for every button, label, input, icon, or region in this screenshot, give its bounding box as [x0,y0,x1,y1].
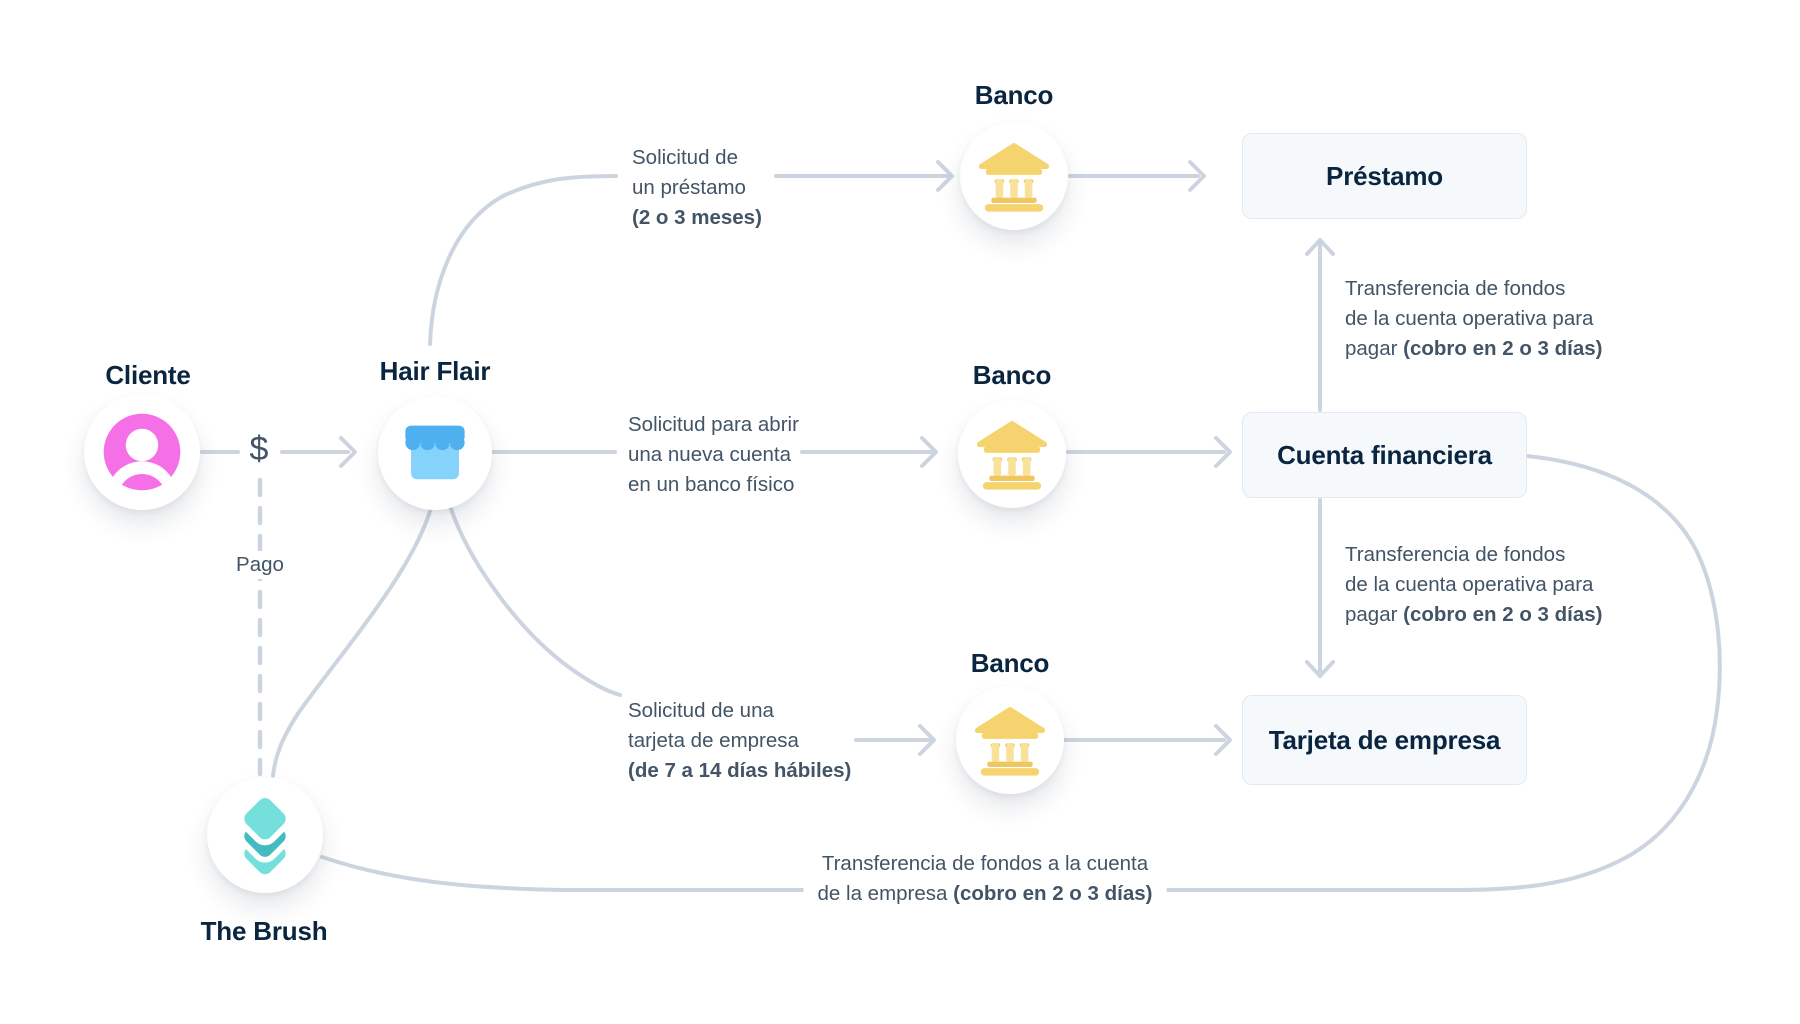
pago-label: Pago [228,551,292,579]
the-brush-node [207,777,323,893]
card-request-line1: Solicitud de una [628,699,774,722]
prestamo-box-label: Préstamo [1326,160,1443,191]
storefront-icon [405,425,465,480]
edge-hairflair-card-curve [448,504,622,697]
transfer-to-account-line2: de la empresa (cobro en 2 o 3 días) [817,882,1153,905]
arrowhead-banco-top [936,160,954,192]
transfer-to-loan-line1: Transferencia de fondos [1345,277,1566,300]
transfer-to-account-line1: Transferencia de fondos a la cuenta [821,852,1149,875]
arrowhead-cuenta [1214,436,1232,468]
layers-icon [238,792,292,881]
loan-request-line3: (2 o 3 meses) [632,206,762,229]
banco-top-label: Banco [974,80,1054,110]
hair-flair-label: Hair Flair [379,356,491,386]
transfer-to-account-note: Transferencia de fondos a la cuenta de l… [803,849,1167,909]
account-request-line3: en un banco físico [628,473,795,496]
banco-top-node [960,122,1068,230]
bank-icon [976,421,1048,490]
person-icon [103,413,181,491]
arrowhead-tarjeta [1214,724,1232,756]
edge-hairflair-loan-curve [428,174,618,346]
tarjeta-empresa-box-label: Tarjeta de empresa [1268,724,1501,755]
tarjeta-empresa-box: Tarjeta de empresa [1242,695,1527,785]
arrowhead-down-tarjeta [1305,660,1335,678]
prestamo-box: Préstamo [1242,133,1527,219]
loan-request-line2: un préstamo [632,176,746,199]
cuenta-financiera-box: Cuenta financiera [1242,412,1527,498]
transfer-to-loan-line3: pagar (cobro en 2 o 3 días) [1345,337,1603,360]
loan-request-line1: Solicitud de [632,146,738,169]
transfer-to-loan-line2: de la cuenta operativa para [1345,307,1594,330]
bank-icon [974,707,1046,776]
card-request-line3: (de 7 a 14 días hábiles) [628,759,852,782]
account-request-line2: una nueva cuenta [628,443,791,466]
edge-brush-cuenta-loop [320,454,1722,892]
transfer-to-card-line1: Transferencia de fondos [1345,543,1566,566]
arrowhead-up-prestamo [1305,238,1335,256]
banco-bottom-node [956,686,1064,794]
transfer-to-card-line3: pagar (cobro en 2 o 3 días) [1345,603,1603,626]
transfer-to-card-note: Transferencia de fondos de la cuenta ope… [1345,540,1603,630]
arrowhead-hairflair [339,436,357,468]
transfer-to-card-line2: de la cuenta operativa para [1345,573,1594,596]
card-request-line2: tarjeta de empresa [628,729,799,752]
banco-middle-node [958,400,1066,508]
account-request-note: Solicitud para abrir una nueva cuenta en… [628,410,799,500]
card-request-note: Solicitud de una tarjeta de empresa (de … [628,696,851,786]
banco-bottom-label: Banco [970,648,1050,678]
banco-middle-label: Banco [972,360,1052,390]
cuenta-financiera-box-label: Cuenta financiera [1277,439,1492,470]
transfer-to-loan-note: Transferencia de fondos de la cuenta ope… [1345,274,1603,364]
arrowhead-banco-bottom [918,724,936,756]
cliente-node [84,394,200,510]
hair-flair-node [378,396,492,510]
dollar-symbol: $ [249,430,269,468]
the-brush-label: The Brush [200,916,328,946]
bank-icon [978,143,1050,212]
loan-request-note: Solicitud de un préstamo (2 o 3 meses) [632,143,762,233]
cliente-label: Cliente [105,360,191,390]
edge-hairflair-brush-curve [271,506,433,778]
account-request-line1: Solicitud para abrir [628,413,799,436]
arrowhead-prestamo [1188,160,1206,192]
arrowhead-banco-middle [920,436,938,468]
